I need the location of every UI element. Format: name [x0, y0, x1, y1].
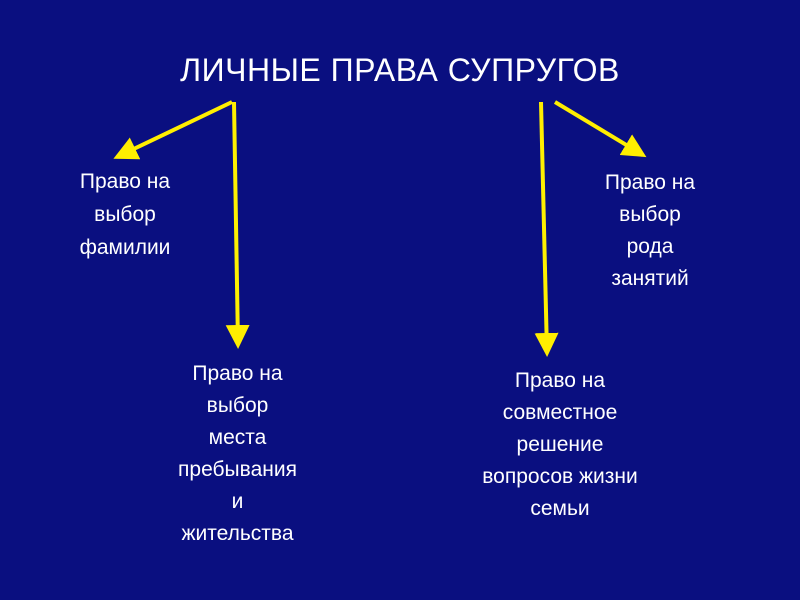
arrow-to-node-3	[534, 101, 559, 357]
arrow-to-node-1	[113, 100, 233, 160]
diagram-title: ЛИЧНЫЕ ПРАВА СУПРУГОВ	[180, 52, 620, 88]
node-residence-choice: Право на выбор места пребывания и житель…	[178, 362, 297, 545]
node-occupation-choice: Право на выбор рода занятий	[604, 171, 696, 290]
arrow-to-node-2	[225, 101, 250, 349]
arrow-to-node-4	[553, 100, 647, 158]
node-surname-choice: Право на выбор фамилии	[79, 170, 171, 259]
node-joint-decision: Право на совместное решение вопросов жиз…	[482, 369, 638, 520]
